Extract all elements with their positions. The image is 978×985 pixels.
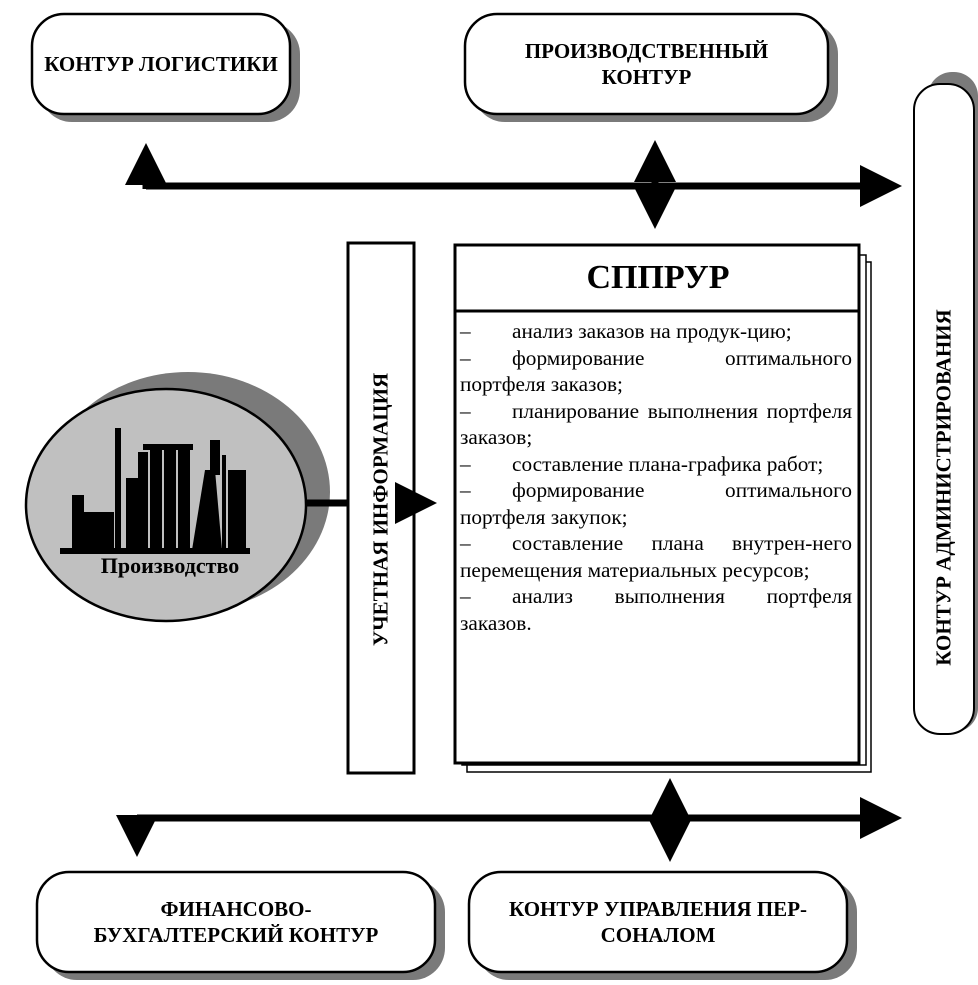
sppur-task-item: – составление плана-графика работ; bbox=[460, 451, 852, 478]
finance-box bbox=[35, 870, 445, 980]
finance-label: ФИНАНСОВО- БУХГАЛТЕРСКИЙ КОНТУР bbox=[93, 896, 379, 947]
sppur-task-item: –формирование оптимального портфеля зака… bbox=[460, 345, 852, 398]
sppur-task-item: –составление плана внутрен-него перемеще… bbox=[460, 530, 852, 583]
administration-box bbox=[913, 72, 978, 735]
personnel-box bbox=[467, 870, 857, 980]
logistics-box bbox=[30, 12, 300, 122]
production-contour-box bbox=[463, 12, 838, 122]
sppur-task-text: анализ выполнения портфеля заказов. bbox=[460, 584, 852, 635]
sppur-task-text: формирование оптимального портфеля заказ… bbox=[460, 345, 852, 397]
production-contour-label: ПРОИЗВОДСТВЕННЫЙ КОНТУР bbox=[524, 38, 769, 89]
sppur-task-item: – анализ заказов на продук-цию; bbox=[460, 318, 852, 345]
sppur-task-text: формирование оптимального портфеля закуп… bbox=[460, 478, 852, 529]
administration-label: КОНТУР АДМИНИСТРИРОВАНИЯ bbox=[931, 309, 956, 666]
sppur-box bbox=[453, 243, 872, 773]
dash-bullet: – bbox=[460, 451, 471, 476]
logistics-label: КОНТУР ЛОГИСТИКИ bbox=[44, 51, 278, 76]
sppur-task-item: –формирование оптимального портфеля заку… bbox=[460, 477, 852, 530]
personnel-label: КОНТУР УПРАВЛЕНИЯ ПЕР- СОНАЛОМ bbox=[508, 896, 808, 947]
accounting-info-label: УЧЕТНАЯ ИНФОРМАЦИЯ bbox=[368, 372, 393, 647]
sppur-task-text: планирование выполнения портфеля заказов… bbox=[460, 398, 852, 450]
dash-bullet: – bbox=[460, 584, 471, 608]
sppur-task-item: –планирование выполнения портфеля заказо… bbox=[460, 398, 852, 451]
sppur-task-text: составление плана внутрен-него перемещен… bbox=[460, 531, 852, 582]
dash-bullet: – bbox=[460, 398, 471, 423]
dash-bullet: – bbox=[460, 478, 471, 502]
dash-bullet: – bbox=[460, 531, 471, 555]
sppur-title: СППРУР bbox=[586, 259, 730, 296]
factory-icon bbox=[60, 428, 250, 554]
sppur-task-text: анализ заказов на продук-цию; bbox=[512, 319, 792, 343]
production-label: Производство bbox=[100, 553, 240, 578]
sppur-task-item: –анализ выполнения портфеля заказов. bbox=[460, 583, 852, 636]
sppur-task-list: –анализ заказов на продук-цию;–формирова… bbox=[460, 318, 852, 636]
sppur-task-text: составление плана-графика работ; bbox=[512, 451, 824, 476]
dash-bullet: – bbox=[460, 319, 471, 343]
dash-bullet: – bbox=[460, 345, 471, 370]
